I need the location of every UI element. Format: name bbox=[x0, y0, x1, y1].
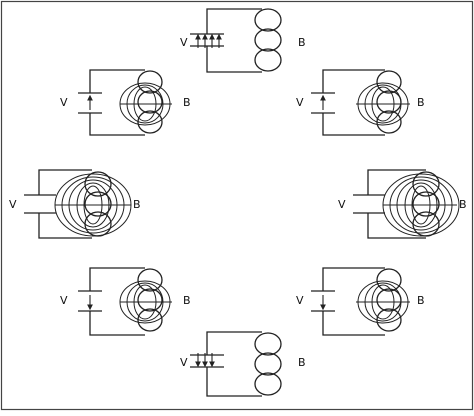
field-label: B bbox=[183, 294, 191, 307]
stage-right: V B bbox=[338, 169, 467, 239]
stage-lower-right: V B bbox=[296, 267, 425, 336]
circuit-wire bbox=[206, 331, 262, 397]
magnetic-field-lines bbox=[119, 82, 172, 126]
circuit-wire bbox=[89, 267, 145, 336]
coil bbox=[137, 268, 163, 332]
stage-bottom: V B bbox=[180, 331, 306, 397]
magnetic-field-lines bbox=[54, 173, 132, 237]
circuit-wire bbox=[38, 169, 92, 239]
stage-top: V B bbox=[180, 8, 306, 73]
voltage-arrow-up bbox=[87, 94, 93, 110]
coil bbox=[137, 70, 163, 134]
stage-upper-left: V B bbox=[60, 69, 191, 136]
magnetic-field-lines bbox=[356, 82, 410, 126]
voltage-label: V bbox=[296, 294, 304, 307]
voltage-arrows-down bbox=[195, 353, 215, 368]
voltage-label: V bbox=[60, 294, 68, 307]
circuit-wire bbox=[322, 69, 385, 136]
field-label: B bbox=[133, 198, 141, 211]
field-label: B bbox=[298, 356, 306, 369]
coil bbox=[254, 8, 282, 72]
circuit-wire bbox=[322, 267, 385, 336]
magnetic-field-lines bbox=[382, 173, 460, 237]
field-label: B bbox=[417, 96, 425, 109]
voltage-arrow-down bbox=[320, 295, 326, 311]
stage-upper-right: V B bbox=[296, 69, 425, 136]
voltage-label: V bbox=[338, 198, 346, 211]
coil bbox=[376, 70, 402, 134]
voltage-label: V bbox=[296, 96, 304, 109]
stage-left: V B bbox=[9, 169, 141, 239]
field-label: B bbox=[183, 96, 191, 109]
voltage-label: V bbox=[9, 198, 17, 211]
field-label: B bbox=[459, 198, 467, 211]
voltage-label: V bbox=[180, 36, 188, 49]
field-label: B bbox=[298, 36, 306, 49]
coil bbox=[376, 268, 402, 332]
circuit-wire bbox=[367, 169, 426, 239]
voltage-arrow-up bbox=[320, 94, 326, 110]
voltage-arrow-down bbox=[87, 295, 93, 311]
voltage-label: V bbox=[60, 96, 68, 109]
voltage-label: V bbox=[180, 356, 188, 369]
voltage-arrows-up bbox=[195, 33, 222, 48]
circuit-wire bbox=[89, 69, 145, 136]
stage-lower-left: V B bbox=[60, 267, 191, 336]
field-label: B bbox=[417, 294, 425, 307]
magnetic-field-lines bbox=[119, 280, 172, 324]
circuit-wire bbox=[206, 8, 262, 73]
magnetic-field-lines bbox=[356, 280, 410, 324]
coil bbox=[254, 332, 282, 396]
